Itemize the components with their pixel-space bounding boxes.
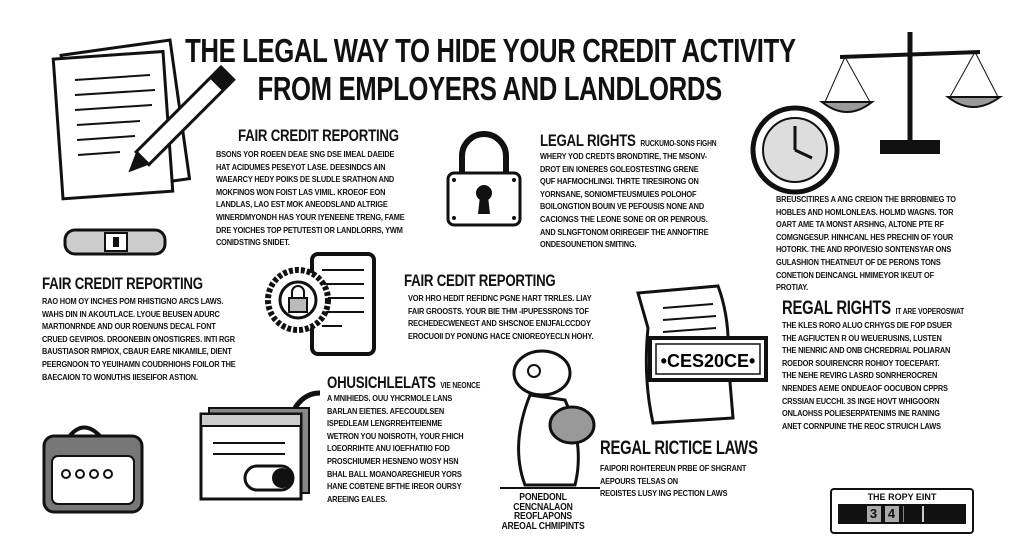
text-line: HANE COBTENE BFTHE IREOR OURSY	[327, 481, 462, 492]
text-line: CONIDSTING SNIDET.	[216, 237, 290, 248]
text-line: PEERGNOON TO YEUIHAMN COUDRHIOHS FOILOR …	[42, 358, 236, 369]
widget-label: THE ROPY EINT	[867, 492, 937, 502]
section-heading: FAIR CREDIT REPORTING	[238, 126, 399, 145]
page-title-line-2: FROM EMPLOYERS AND LANDLORDS	[257, 70, 723, 107]
text-line: LOEORRIHTE ANU IOEFHATIIO FOD	[327, 443, 450, 454]
text-line: MARTIONRNDE AND OUR ROENUNS DECAL FONT	[42, 321, 216, 332]
text-line: BAUSTIASOR RMPIOX, CBAUR EARE NIKAMILE, …	[42, 346, 232, 357]
cartoon-figure-icon	[500, 349, 600, 489]
text-line: DROT EIN IONERES GOLEOSTESTING GRENE	[540, 163, 699, 174]
text-line: BHAL BALL MOANOAREGHIEUR YORS	[327, 468, 462, 479]
score-digit	[902, 506, 918, 522]
text-line: CENCNALAON	[513, 501, 573, 513]
text-line: AREOAL CHMIPINTS	[501, 520, 585, 532]
text-line: GULASHION THEATNEUT OF DE PERONS TONS	[776, 256, 941, 267]
text-line: DRE YOICHES TOP PETUTESTI OR LANDLORRS, …	[216, 224, 403, 235]
section-body: BSONS YOR ROEEN DEAE SNG DSE IMEAL DAEID…	[216, 148, 435, 249]
scales-of-justice-icon	[819, 32, 1004, 154]
scroll-lock-icon	[63, 228, 167, 256]
section-body: FAIPORI ROHTEREUN PRBE OF SHGRANT AEPOURS…	[600, 462, 770, 500]
text-line: COMGNGESUP. HINHCANL HES PRECHIN OF YOUR	[776, 231, 954, 242]
section-lead: IT ARE VOPEROSWAT	[895, 306, 965, 316]
text-line: BAECAION TO WONUTHS IIESEIFOR ASTION.	[42, 371, 198, 382]
documents-pen-icon	[51, 38, 236, 201]
section-heading: FAIR CEDIT REPORTING	[404, 271, 556, 290]
text-line: CONETION DEINCANGL HMIMEYOR IKEUT OF	[776, 269, 934, 280]
section-lead: RUCKUMO-SONS FIGHN	[640, 138, 717, 148]
text-line: AREEING EALES.	[327, 493, 388, 504]
text-line: THE KLES RORO ALUO CRHYGS DIE FOP DSUER	[782, 320, 952, 330]
text-line: PONEDONL	[519, 492, 567, 503]
text-line: VOR HRO HEDIT REFIDNC PGNE HART TRRLES. …	[408, 293, 592, 303]
text-line: AEPOURS TELSAS ON	[600, 475, 678, 486]
section-body: VOR HRO HEDIT REFIDNC PGNE HART TRRLES. …	[408, 292, 623, 342]
text-line: QUF HAFMOCHLINGI. THRTE TIRESIRONG ON	[540, 176, 699, 187]
text-line: THE NIENRIC AND ONB CHCREDRIAL POLIARAN	[782, 345, 951, 356]
text-line: BSONS YOR ROEEN DEAE SNG DSE IMEAL DAEID…	[216, 149, 395, 159]
text-line: CRSSIAN EUCCHI. 3S INGE HOVT WHIGOORN	[782, 395, 940, 406]
text-line: THE AGFIUCTEN R OU WEUERUSINS, LUSTEN	[782, 332, 942, 343]
text-line: THE NEHE REVIRG LASRD SONRHEROCREN	[782, 370, 938, 381]
text-line: REOFLAPONS	[513, 511, 572, 522]
text-line: HOTORK. THE AND RPOIVESIO SONTENSYAR ONS	[776, 244, 952, 255]
text-line: PROSCHIUMER HESNENO WOSY HSN	[327, 455, 459, 466]
text-line: LANDLAS, LAO EST MOK ANEODSLAND ALTRIGE	[216, 199, 388, 210]
text-line: WHERY YOD CREDTS BRONDTIRE, THE MSONV-	[540, 151, 708, 161]
text-line: ONLAOHSS POLIESERPATENIMS INE RANING	[782, 408, 940, 419]
text-line: HAT ACIDUMES PESEYOT LASE. DEESINDCS AIN	[216, 161, 386, 172]
text-line: OART AME TA MONST ARSHNG, ALTONE PTE RF	[776, 219, 944, 230]
certificate-label: •CES20CE•	[661, 351, 756, 371]
text-line: A MNIHIEDS. OUU YHCRMOLE LANS	[327, 393, 453, 403]
text-line: ISPEDLEAM LENGRREHTEIENME	[327, 418, 443, 429]
text-line: ONDESOUNETION SMITING.	[540, 239, 637, 250]
text-line: ANET CORNPUINE THE REOC STRUICH LAWS	[782, 420, 941, 431]
text-line: YORNSANE, SONIOMFTEUSMUIES POLOHOF	[540, 188, 697, 199]
section-body: WHERY YOD CREDTS BRONDTIRE, THE MSONV- DR…	[540, 150, 736, 251]
text-line: REOISTES LUSY ING PECTION LAWS	[600, 488, 728, 499]
credit-score-widget: THE ROPY EINT 3 4	[830, 488, 974, 534]
text-line: MOKFINOS WON FOIST LAS VIMIL. KROEOF EON	[216, 186, 386, 197]
section-body: A MNIHIEDS. OUU YHCRMOLE LANS BARLAN EIET…	[327, 392, 486, 505]
score-digit	[921, 506, 938, 522]
padlock-icon	[446, 131, 522, 227]
text-line: RECHEDECWENEGT AND SHSCNOE ENIJFALCCDOY	[408, 318, 591, 329]
text-line: WAEARCY HEDY POIKS DE SLUDLE SRATHON AND	[216, 174, 395, 185]
text-line: BOILONGTION BOUIN VE PEFOUSIS NONE AND	[540, 201, 705, 212]
text-line: AND SLNGFTONOM ORIREGEIF THE ANNOFTIRE	[540, 226, 709, 237]
text-line: NRENDES AEME ONDUEAOF OOCUBON CPPRS	[782, 382, 948, 393]
score-digit: 4	[884, 506, 899, 522]
text-line: ROEDOR SOUIRENCRR ROHIOY TOECEPART.	[782, 357, 940, 368]
section-heading: REGAL RICTICE LAWS	[600, 438, 758, 459]
text-line: FAIR GROOSTS. YOUR BIE THM -IPUPESSRONS …	[408, 305, 589, 316]
notebook-badge-icon	[265, 252, 376, 356]
text-line: BARLAN EIETIES. AFECOUDLSEN	[327, 405, 445, 416]
section-body: BREUSCITIRES A ANG CREION THE BRROBNIEG …	[776, 193, 985, 294]
score-digits: 3 4	[838, 504, 966, 524]
text-line: WAHS DIN IN AKOUTLACE. LYOUE BEUSEN ADUR…	[42, 308, 220, 319]
text-line: EROCUOII DY PONUNG HACE CNIOREOYECLN HOH…	[408, 330, 594, 341]
text-line: WINERDMYONDH HAS YOUR IYENEENE TRENG, FA…	[216, 211, 405, 222]
certificate-scroll-icon: •CES20CE•	[636, 284, 768, 425]
radio-device-icon	[42, 425, 144, 514]
text-line: CACIONGS THE LEONE SONE OR OR PENROUS.	[540, 213, 708, 224]
text-line: BREUSCITIRES A ANG CREION THE BRROBNIEG …	[776, 194, 956, 204]
section-body: RAO HOM OY INCHES POM RHISTIGNO ARCS LAW…	[42, 295, 267, 383]
text-line: CRUED GEVIPIOS. DROONEBIN ONOSTIGRES. IN…	[42, 333, 235, 344]
page-title-line-1: THE LEGAL WAY TO HIDE YOUR CREDIT ACTIVI…	[184, 32, 796, 69]
section-lead: VIE NEONCE	[440, 380, 481, 390]
browser-window-icon	[199, 390, 321, 501]
section-heading: FAIR CREDIT REPORTING	[42, 274, 203, 293]
text-line: PROTIAY.	[776, 282, 809, 293]
section-body: THE KLES RORO ALUO CRHYGS DIE FOP DSUER T…	[782, 319, 980, 432]
clock-icon	[750, 105, 840, 195]
text-line: FAIPORI ROHTEREUN PRBE OF SHGRANT	[600, 463, 747, 473]
text-line: WETRON YOU NOISROTH, YOUR FHICH	[327, 430, 464, 441]
text-line: RAO HOM OY INCHES POM RHISTIGNO ARCS LAW…	[42, 296, 224, 306]
score-digit: 3	[866, 506, 881, 522]
text-line: HOBLES AND HOMLONLEAS. HOLMD WAGNS. TOR	[776, 206, 954, 217]
